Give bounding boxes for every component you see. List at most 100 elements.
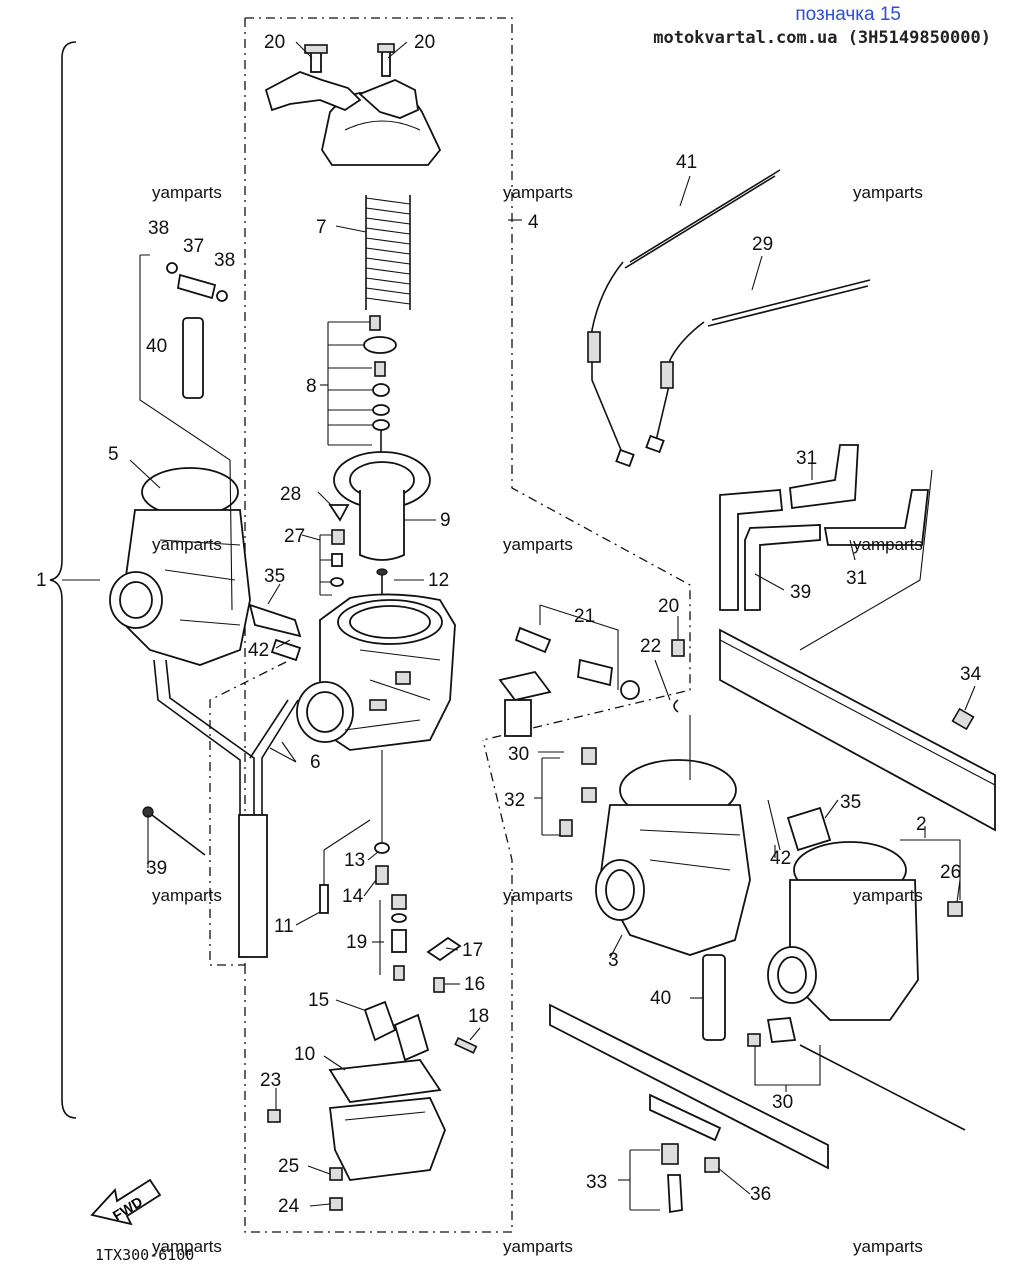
vent-hoses-31	[719, 444, 930, 611]
screw-24	[329, 1197, 343, 1211]
callout-38: 38	[148, 218, 169, 239]
callout-18: 18	[468, 1006, 489, 1027]
watermark-10: yamparts	[152, 1237, 222, 1256]
callout-25: 25	[278, 1156, 299, 1177]
screw-11	[319, 884, 329, 914]
assembly-bracket	[49, 41, 77, 1119]
callout-37: 37	[183, 236, 204, 257]
callout-9: 9	[440, 510, 451, 531]
forward-direction-arrow: FWD	[90, 1178, 162, 1226]
screw-20-right	[671, 639, 685, 657]
callout-30: 30	[772, 1092, 793, 1113]
drain-hoses-6	[153, 659, 299, 958]
watermark-7: yamparts	[152, 886, 222, 905]
callout-12: 12	[428, 570, 449, 591]
carburetor-5	[109, 467, 251, 666]
watermark-1: yamparts	[152, 183, 222, 202]
callout-16: 16	[464, 974, 485, 995]
callout-31: 31	[846, 568, 867, 589]
callout-15: 15	[308, 990, 329, 1011]
screw-28	[328, 504, 350, 522]
callout-27: 27	[284, 526, 305, 547]
clip-22	[673, 699, 679, 713]
callout-41: 41	[676, 152, 697, 173]
callout-42: 42	[248, 640, 269, 661]
throttle-cables	[587, 169, 871, 468]
dashed-outline-left	[209, 18, 291, 966]
callout-21: 21	[574, 606, 595, 627]
watermark-2: yamparts	[503, 183, 573, 202]
callout-1: 1	[36, 570, 47, 591]
bracket-30-lower	[747, 1017, 821, 1086]
callout-26: 26	[940, 862, 961, 883]
throttle-stop-21	[514, 604, 640, 700]
screw-set-33	[629, 1143, 683, 1214]
screw-11-guide	[323, 819, 371, 885]
callout-4: 4	[528, 212, 539, 233]
carburetor-body-center	[296, 593, 456, 751]
callout-14: 14	[342, 886, 364, 907]
o-ring-13	[374, 842, 390, 854]
plug-25	[329, 1167, 343, 1181]
callout-40: 40	[650, 988, 671, 1009]
carburetor-3	[595, 759, 751, 956]
callout-20: 20	[264, 32, 285, 53]
watermark-8: yamparts	[503, 886, 573, 905]
watermark-3: yamparts	[853, 183, 923, 202]
diagram-code: 1TX300-6100	[95, 1246, 194, 1264]
float-bowl	[328, 1097, 446, 1181]
bracket-30-upper	[498, 670, 552, 737]
hose-42	[270, 638, 302, 662]
callout-35: 35	[264, 566, 285, 587]
watermark-12: yamparts	[853, 1237, 923, 1256]
watermark-6: yamparts	[853, 535, 923, 554]
callout-33: 33	[586, 1172, 607, 1193]
fuel-joint-35	[248, 603, 302, 638]
callout-19: 19	[346, 932, 367, 953]
callout-32: 32	[504, 790, 525, 811]
callout-2: 2	[916, 814, 927, 835]
callout-38: 38	[214, 250, 235, 271]
callout-17: 17	[462, 940, 483, 961]
callout-34: 34	[960, 664, 982, 685]
screw-16	[433, 977, 445, 993]
float-valve-17	[426, 936, 462, 962]
callout-20: 20	[658, 596, 679, 617]
pilot-screw-set-27	[319, 529, 345, 596]
screw-23	[267, 1109, 281, 1123]
screw-set-32	[541, 747, 597, 837]
callout-35: 35	[840, 792, 861, 813]
dashed-outline-bottom	[244, 739, 513, 1233]
callout-20: 20	[414, 32, 435, 53]
callout-5: 5	[108, 444, 119, 465]
hose-40-lower	[702, 954, 726, 1041]
diagram-reference-title: позначка 15	[795, 4, 901, 25]
rod-39-left	[147, 811, 206, 856]
callout-11: 11	[274, 916, 294, 937]
carburetor-2	[767, 841, 919, 1021]
mounting-rail-lower	[549, 1003, 829, 1170]
callout-22: 22	[640, 636, 661, 657]
jet-needle-set	[327, 315, 397, 480]
callout-30: 30	[508, 744, 529, 765]
hose-42-right	[767, 799, 781, 851]
callout-23: 23	[260, 1070, 281, 1091]
rod-39-right	[799, 1044, 966, 1131]
callout-8: 8	[306, 376, 317, 397]
callout-10: 10	[294, 1044, 315, 1065]
callout-6: 6	[310, 752, 321, 773]
callout-31: 31	[796, 448, 817, 469]
callout-40: 40	[146, 336, 167, 357]
callout-42: 42	[770, 848, 791, 869]
callout-24: 24	[278, 1196, 300, 1217]
hose-40-upper	[182, 317, 204, 399]
callout-13: 13	[344, 850, 365, 871]
breather-bracket	[139, 254, 233, 611]
diaphragm-piston	[333, 451, 431, 561]
pin-18	[454, 1036, 478, 1054]
needle-jet-19	[379, 894, 407, 981]
gasket-10	[328, 1059, 442, 1103]
callout-39: 39	[790, 582, 811, 603]
